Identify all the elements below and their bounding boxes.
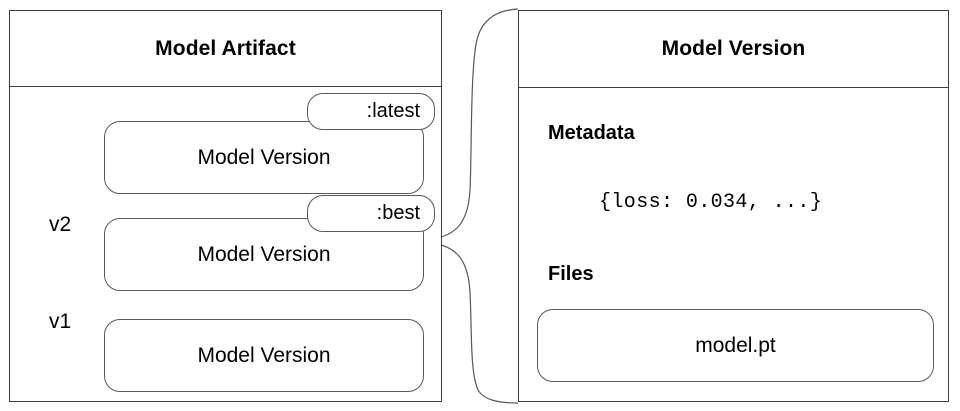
version-card-v0[interactable]: Model Version — [104, 319, 424, 392]
metadata-heading: Metadata — [548, 122, 635, 144]
tag-latest[interactable]: :latest — [307, 93, 435, 130]
version-card-v2[interactable]: Model Version — [104, 121, 424, 194]
version-label-v2: v2 — [49, 213, 72, 236]
tag-best[interactable]: :best — [307, 195, 435, 232]
model-version-panel: Model Version Metadata {loss: 0.034, ...… — [518, 10, 949, 402]
metadata-value: {loss: 0.034, ...} — [599, 191, 823, 214]
files-heading: Files — [548, 263, 594, 285]
model-artifact-body: v2 Model Version v1 Model Version v0 Mod… — [10, 86, 441, 401]
model-version-title: Model Version — [519, 11, 948, 88]
model-version-body: Metadata {loss: 0.034, ...} Files model.… — [519, 87, 948, 401]
file-card-model-pt[interactable]: model.pt — [537, 309, 934, 382]
model-artifact-title: Model Artifact — [10, 11, 441, 87]
version-card-v1[interactable]: Model Version — [104, 218, 424, 291]
version-label-v1: v1 — [49, 310, 72, 333]
